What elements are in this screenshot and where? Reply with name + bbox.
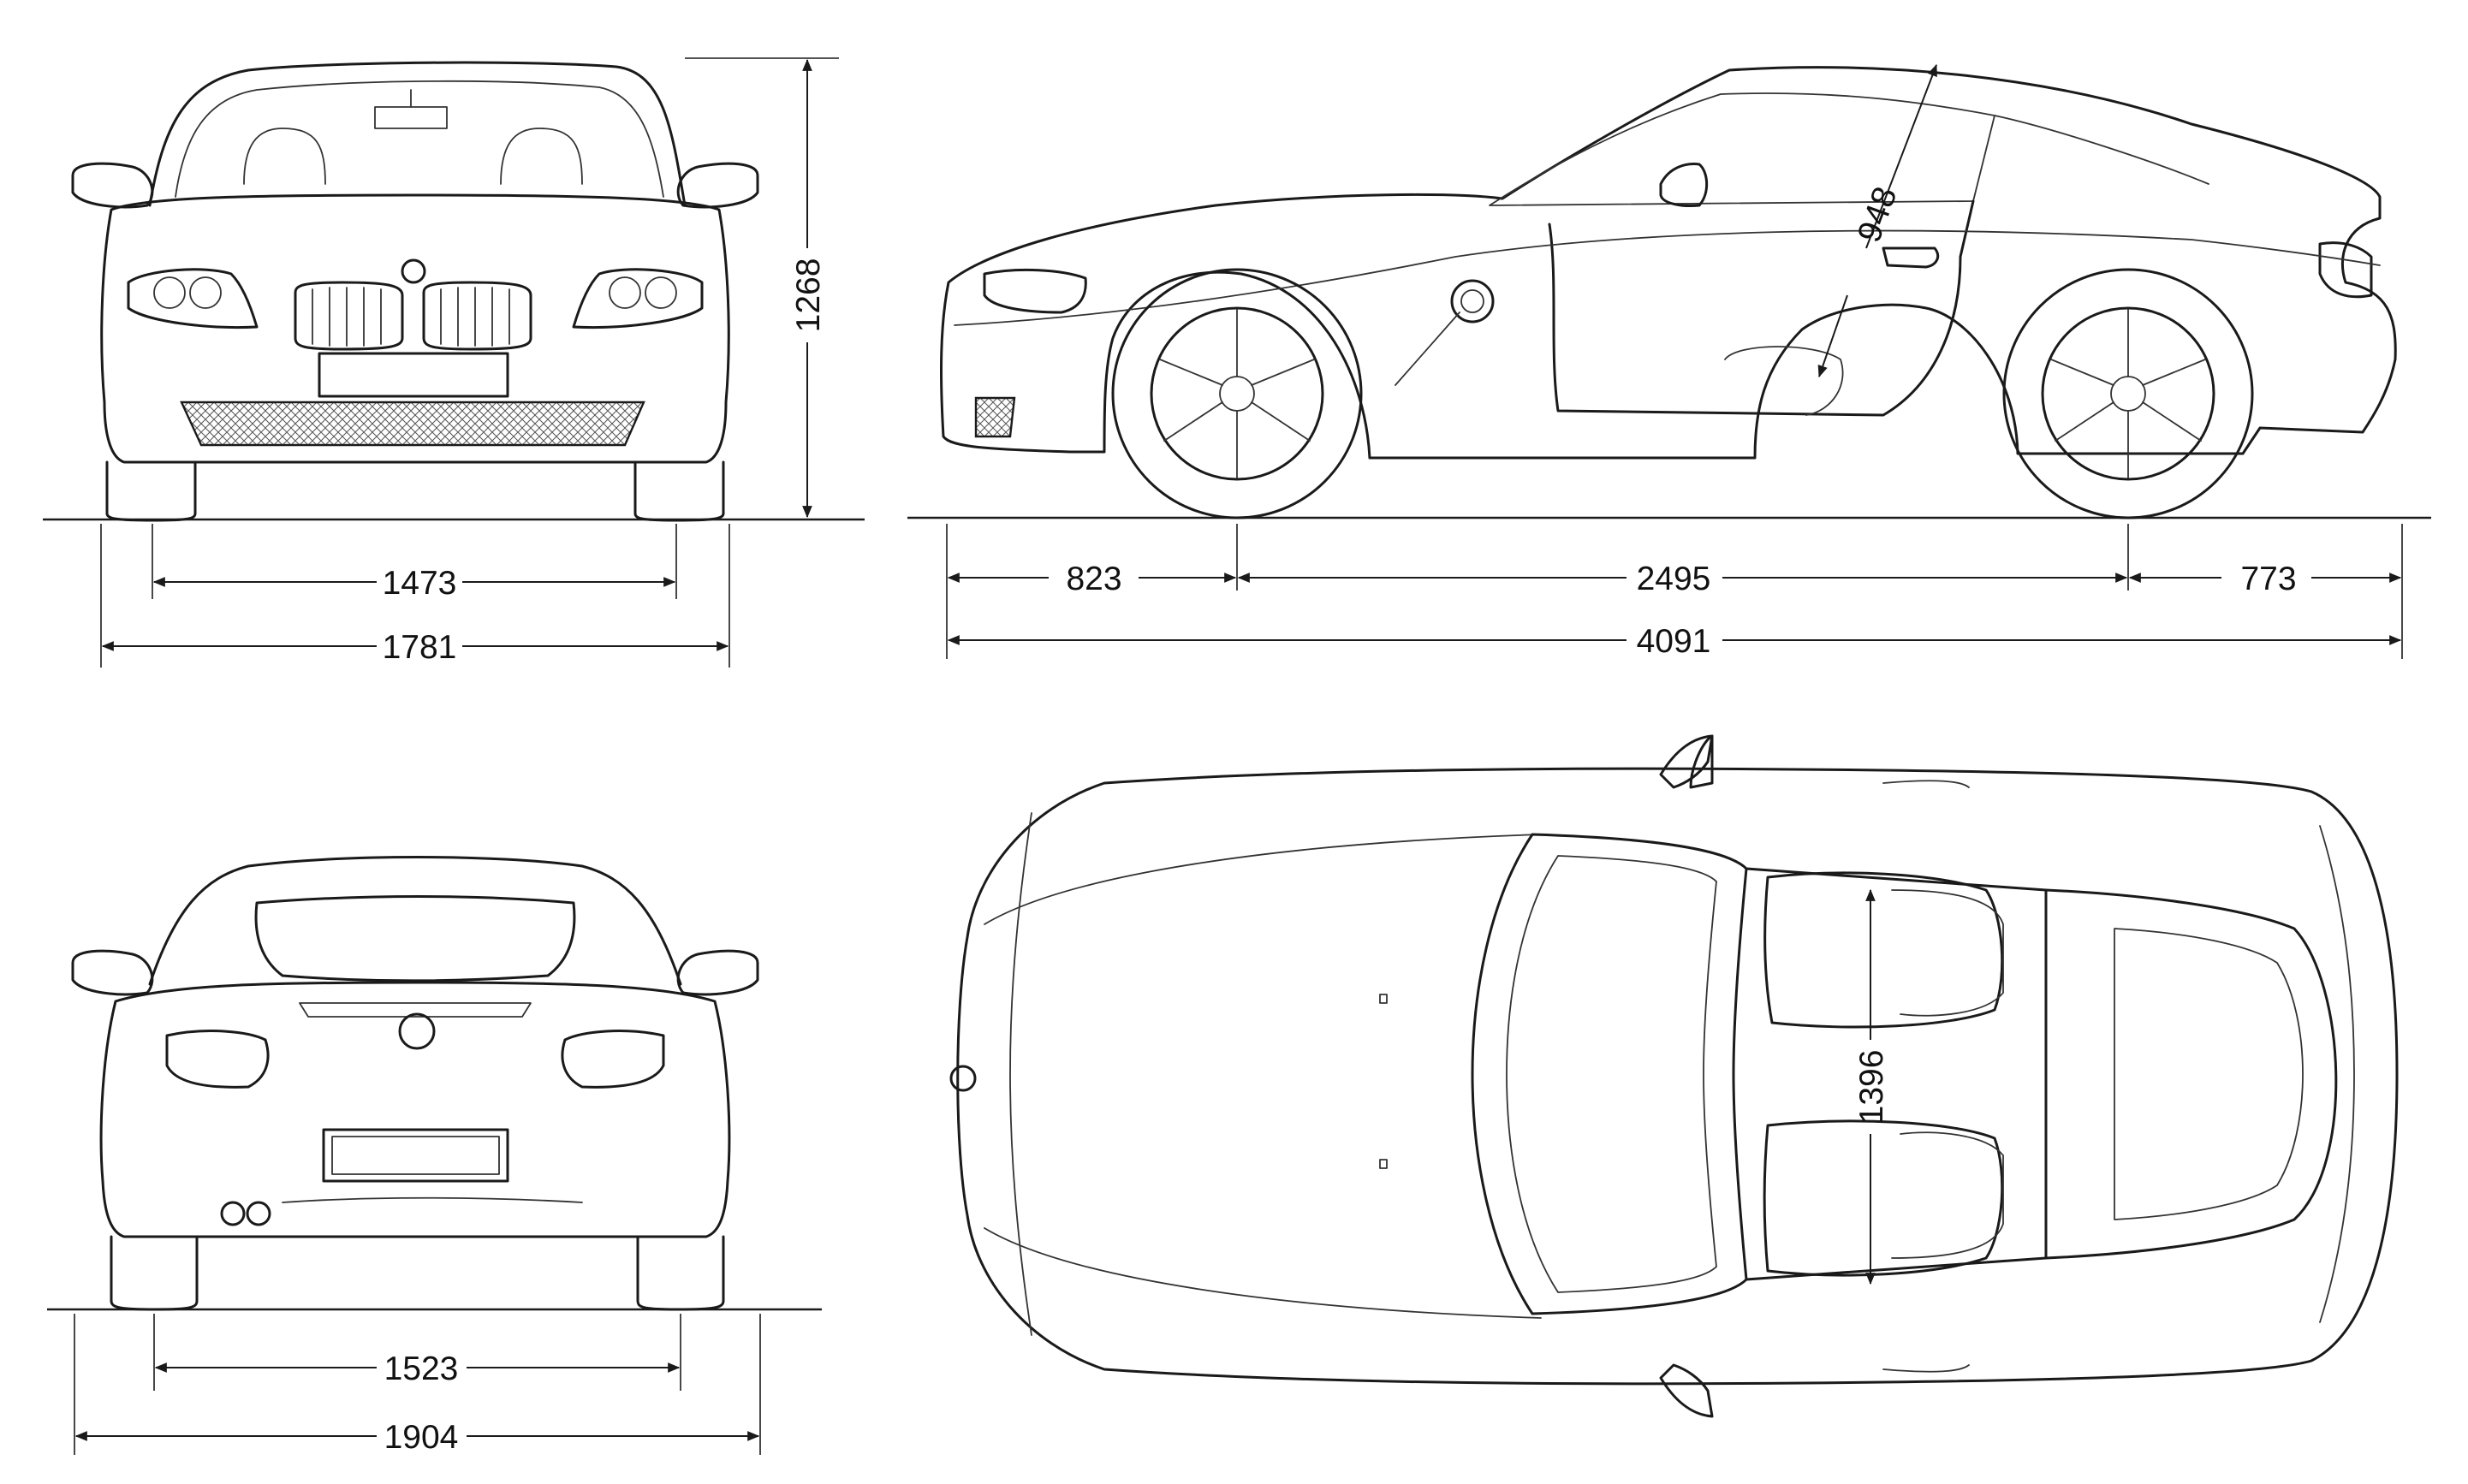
door-handle (1882, 246, 1940, 269)
side-rear-glass-line (1994, 115, 2209, 185)
rear-window (254, 895, 576, 982)
rear-wheel-spokes (2050, 309, 2206, 478)
rear-license-plate (322, 1128, 509, 1183)
front-lower-intake (180, 401, 645, 447)
top-side-vents (1882, 780, 1970, 1373)
hood-washer-jet-2 (1379, 1159, 1388, 1169)
rear-spoiler-line (299, 1002, 532, 1018)
top-windshield (1471, 833, 1748, 1315)
top-right-seat (1763, 1119, 2004, 1277)
side-taillight (2318, 241, 2373, 299)
rear-bmw-badge-icon (398, 1012, 436, 1050)
rear-wheel-rim (2041, 306, 2215, 481)
top-cabin-outline (1745, 867, 2048, 1281)
rear-track-label: 1523 (384, 1350, 459, 1387)
top-body-outline (956, 767, 2399, 1386)
top-front-bumper-line (1009, 812, 1032, 1336)
side-mirror (1659, 163, 1709, 207)
front-bmw-badge-icon (401, 258, 426, 284)
right-headlight-lamp-1 (645, 276, 677, 309)
door-height-label: 948 (1851, 182, 1905, 247)
side-view: 948 823 2495 773 4091 (907, 63, 2431, 660)
top-hood-crease-upper (984, 834, 1542, 925)
front-windshield-frame (148, 61, 687, 207)
side-bmw-badge-icon (1460, 289, 1484, 313)
door-height-dim-line-bottom (1817, 294, 1848, 378)
top-rear-hatch-outline (2044, 888, 2338, 1260)
left-seat (243, 128, 326, 185)
right-exhaust-tip-icon (246, 1201, 271, 1226)
top-right-seat-back (1891, 1131, 2004, 1259)
top-rear-window (2114, 928, 2304, 1220)
left-headlight (127, 268, 259, 329)
top-left-seat (1763, 871, 2004, 1029)
front-wheel-tire (1111, 268, 1363, 519)
side-headlight (983, 268, 1087, 314)
front-track-label: 1473 (383, 565, 457, 602)
side-front-intake (974, 396, 1016, 438)
side-door-scallop (1724, 346, 1844, 416)
left-exhaust-tip-icon (220, 1201, 246, 1226)
height-label: 1268 (790, 258, 827, 333)
rear-overhang-label: 773 (2240, 561, 2296, 597)
rear-view: 1523 1904 (47, 856, 822, 1456)
interior-width-label: 1396 (1853, 1050, 1890, 1125)
rearview-mirror (374, 106, 448, 129)
left-taillight (165, 1030, 270, 1089)
top-left-seat-back (1891, 889, 2004, 1017)
right-taillight (561, 1030, 665, 1089)
overall-length-label: 4091 (1637, 623, 1711, 660)
side-door-outline (1548, 199, 1975, 417)
overall-width-label: 1781 (383, 629, 457, 666)
door-height-dim-line-top (1865, 63, 1937, 249)
rear-diffuser-line (282, 1196, 583, 1203)
rear-left-tire (110, 1235, 199, 1311)
side-badge-leader (1395, 312, 1460, 386)
top-left-mirror-housing (1659, 734, 1714, 789)
top-hood-crease-lower (984, 1227, 1542, 1319)
side-window-glass (1489, 92, 1995, 206)
top-view: 1396 (949, 734, 2399, 1418)
rear-license-plate-inner (331, 1136, 500, 1175)
right-headlight (572, 268, 704, 329)
left-headlight-lamp-2 (189, 276, 222, 309)
top-bmw-badge-icon (949, 1065, 977, 1092)
left-kidney-grille (294, 281, 404, 351)
rear-right-mirror (676, 949, 759, 996)
front-overhang-label: 823 (1066, 561, 1121, 597)
side-character-line (954, 229, 2381, 326)
wheelbase-label: 2495 (1637, 561, 1711, 597)
right-kidney-grille (422, 281, 532, 351)
rear-right-tire (636, 1235, 725, 1311)
hood-washer-jet-1 (1379, 994, 1388, 1004)
rear-wheel-hub-icon (2110, 376, 2146, 412)
top-right-mirror (1659, 1363, 1714, 1418)
front-wheel-rim (1150, 306, 1324, 481)
right-headlight-lamp-2 (609, 276, 641, 309)
grille-slats (312, 287, 510, 347)
front-wheel-hub-icon (1219, 376, 1255, 412)
rear-body-outline (99, 981, 731, 1238)
left-side-mirror (71, 162, 154, 209)
side-badge-ring (1450, 279, 1495, 324)
top-rear-bumper-line (2319, 825, 2355, 1323)
side-body-outline (940, 66, 2397, 460)
top-windshield-glass (1506, 855, 1717, 1293)
rear-roof-outline (148, 856, 682, 986)
rear-wheel-tire (2002, 268, 2254, 519)
rear-left-mirror (71, 949, 154, 996)
front-left-tire (105, 460, 197, 522)
front-license-plate (318, 352, 509, 398)
front-body-outline (100, 193, 730, 464)
front-windshield-glass (175, 80, 664, 198)
front-wheel-spokes (1159, 309, 1315, 478)
left-headlight-lamp-1 (153, 276, 186, 309)
front-view: 1473 1781 1268 (43, 57, 865, 668)
right-side-mirror (676, 162, 759, 209)
front-right-tire (633, 460, 725, 522)
right-seat (500, 128, 583, 185)
mirror-width-label: 1904 (384, 1419, 459, 1456)
